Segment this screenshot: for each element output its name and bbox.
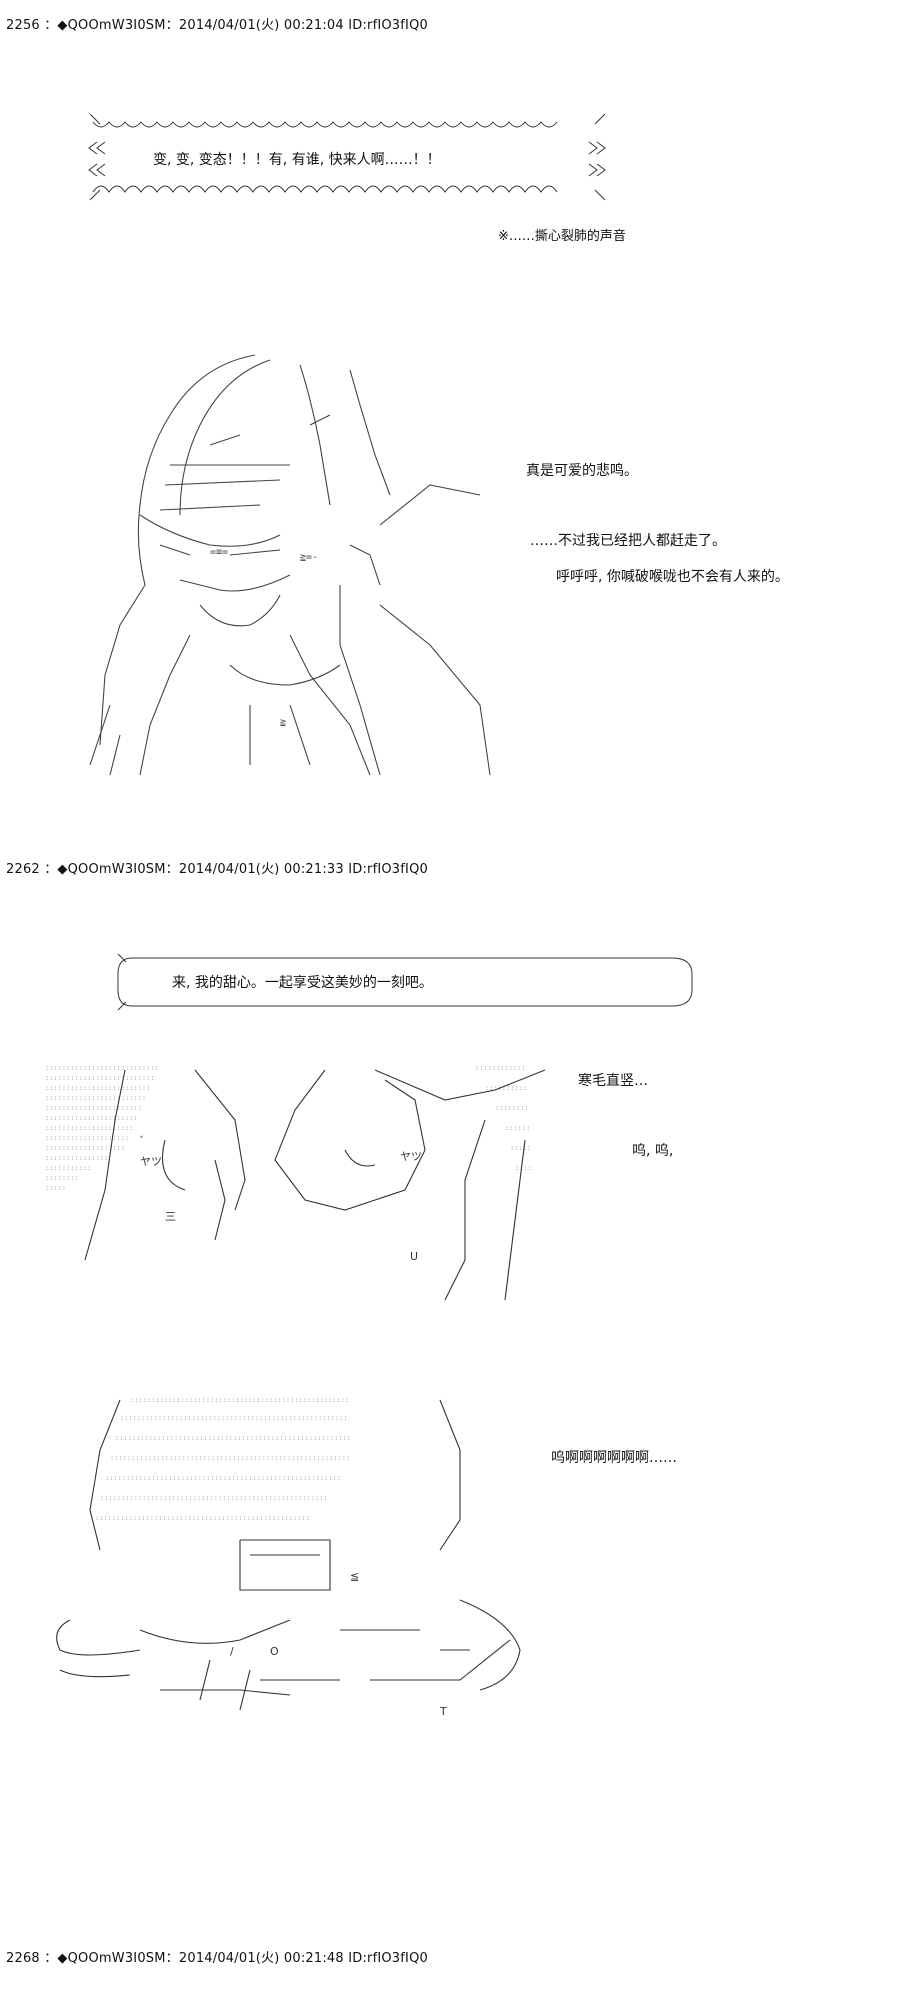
svg-text:::::::::::::: :::::::::::: — [475, 1064, 526, 1072]
svg-text:≧=-: ≧=- — [300, 552, 318, 563]
svg-text:=≡=: =≡= — [210, 547, 228, 558]
svg-text:::::::::::::::::::::: :::::::::::::::::::: — [45, 1134, 129, 1142]
dialogue-line-5: 呜, 呜, — [632, 1143, 674, 1159]
svg-text::::::::::::::::::::::::::: ::::::::::::::::::::::::: — [45, 1084, 150, 1092]
svg-text:::::::::::::::::::::::::: :::::::::::::::::::::::: — [45, 1094, 146, 1102]
svg-text::::::::::::: ::::::::::: — [45, 1164, 91, 1172]
shout-bubble: 变, 变, 变态！！！有, 有谁, 快来人啊……！！ — [85, 112, 615, 202]
svg-text:≦: ≦ — [350, 1570, 359, 1583]
svg-text:::::::::::::::::::::::::::::::: ::::::::::::::::::::::::::::::::::::::::… — [120, 1414, 348, 1422]
dialogue-line-3: 呼呼呼, 你喊破喉咙也不会有人来的。 — [556, 569, 789, 585]
dialogue-line-4: 寒毛直竖… — [578, 1073, 648, 1089]
dialogue-line-6: 呜啊啊啊啊啊啊…… — [551, 1450, 677, 1466]
svg-text::::::::::::::::::::: ::::::::::::::::::: — [45, 1144, 125, 1152]
dialogue-line-1: 真是可爱的悲鸣。 — [526, 463, 638, 479]
svg-text:::::::::::::::::::::::::::::::: ::::::::::::::::::::::::::::::::::::::::… — [110, 1454, 350, 1462]
svg-text:ﾞ: ﾞ — [140, 1135, 146, 1148]
shocked-face-lineart-image: ::::::::::::::::::::::::::: ::::::::::::… — [45, 1064, 546, 1301]
ascii-art-character-grinning: =≡= ≧=- ≧ — [50, 345, 520, 785]
svg-text:U: U — [410, 1250, 418, 1263]
svg-text:ヤツ: ヤツ — [140, 1155, 162, 1168]
svg-text::::::::::::::::::::::: ::::::::::::::::::::: — [45, 1124, 134, 1132]
svg-text:::::::::::::::::::::::::::::::: ::::::::::::::::::::::::::::::::::::::::… — [130, 1396, 349, 1404]
svg-text:::::::::: :::::::: — [495, 1104, 529, 1112]
svg-text:O: O — [270, 1645, 279, 1658]
crying-figure-lineart-image: ::::::::::::::::::::::::::::::::::::::::… — [56, 1396, 521, 1718]
post-header-2256: 2256 ：◆QOOmW3I0SM：2014/04/01(火) 00:21:04… — [6, 18, 428, 33]
svg-text:::::::::::::::::::::::::::::::: ::::::::::::::::::::::::::::::::::::::::… — [95, 1514, 310, 1522]
svg-text::::::: ::::: — [510, 1144, 531, 1152]
svg-text:≧: ≧ — [280, 717, 286, 728]
scalloped-border-graphic — [88, 113, 606, 201]
svg-text:::::::::::::::::::::::::::::::: ::::::::::::::::::::::::::::::::::::::::… — [115, 1434, 351, 1442]
svg-text:::::::::::::::::::::::::::::::: ::::::::::::::::::::::::::::::::::::::::… — [105, 1474, 341, 1482]
svg-text::::::: ::::: — [45, 1184, 66, 1192]
svg-text:三: 三 — [165, 1210, 176, 1223]
character-lineart-image: =≡= ≧=- ≧ — [89, 354, 491, 776]
post-header-2268: 2268 ：◆QOOmW3I0SM：2014/04/01(火) 00:21:48… — [6, 1951, 428, 1966]
ascii-art-shocked-face: ::::::::::::::::::::::::::: ::::::::::::… — [45, 1060, 555, 1320]
sound-note: ※……撕心裂肺的声音 — [498, 229, 626, 244]
svg-text:::::: :::: — [515, 1164, 532, 1172]
svg-text:/: / — [230, 1645, 234, 1658]
svg-text:::::::: :::::: — [505, 1124, 530, 1132]
svg-text:::::::::::: :::::::::: — [485, 1084, 527, 1092]
svg-text:::::::::::::::::::::::::::::::: ::::::::::::::::::::::::::::::::::::::::… — [100, 1494, 328, 1502]
shout-text: 变, 变, 变态！！！有, 有谁, 快来人啊……！！ — [153, 152, 441, 168]
svg-text::::::::::::::::::::::::::::: ::::::::::::::::::::::::::: — [45, 1064, 159, 1072]
post-header-2262: 2262 ：◆QOOmW3I0SM：2014/04/01(火) 00:21:33… — [6, 862, 428, 877]
bubble-text: 来, 我的甜心。一起享受这美妙的一刻吧。 — [172, 975, 433, 991]
speech-bubble: 来, 我的甜心。一起享受这美妙的一刻吧。 — [112, 952, 702, 1012]
svg-text:::::::::::::::::::::::: :::::::::::::::::::::: — [45, 1114, 138, 1122]
svg-text:::::::::::::::::::::::::::: :::::::::::::::::::::::::: — [45, 1074, 155, 1082]
svg-text::::::::::::::::::::::::: ::::::::::::::::::::::: — [45, 1104, 142, 1112]
ascii-art-crying-figure: ::::::::::::::::::::::::::::::::::::::::… — [40, 1390, 560, 1720]
svg-text:::::::::: :::::::: — [45, 1174, 79, 1182]
svg-text::::::::::::::::: ::::::::::::::: — [45, 1154, 108, 1162]
svg-text:T: T — [439, 1705, 447, 1718]
svg-text:ヤツ: ヤツ — [400, 1150, 422, 1163]
dialogue-line-2: ……不过我已经把人都赶走了。 — [530, 533, 726, 549]
speech-bubble-outline — [117, 953, 693, 1011]
